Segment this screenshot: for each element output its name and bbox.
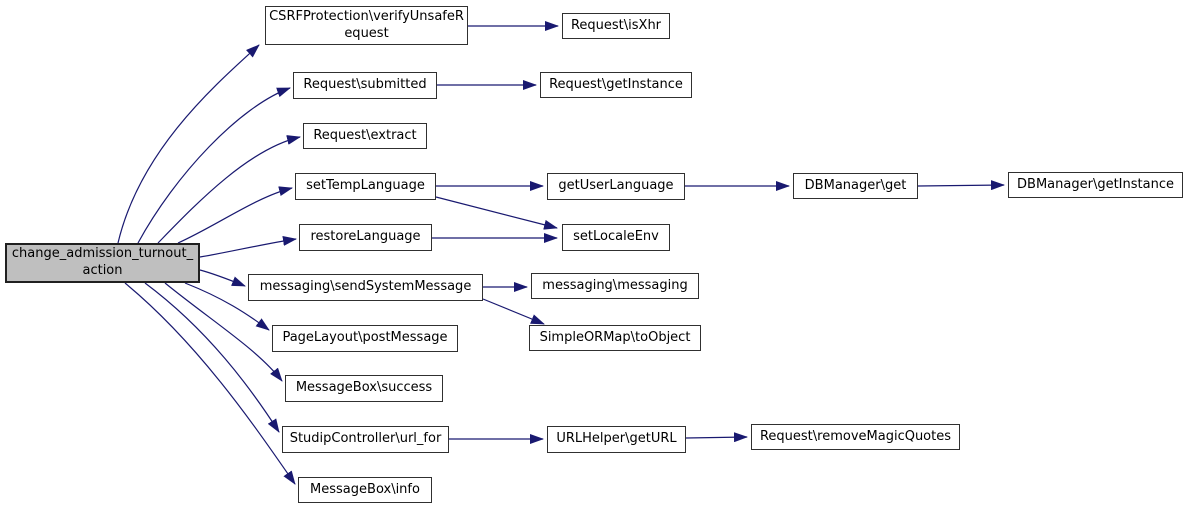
- node-messaging-messaging[interactable]: messaging\messaging: [531, 273, 699, 299]
- node-change-admission-turnout-action: change_admission_turnout_action: [5, 243, 200, 283]
- node-dbmanager-get[interactable]: DBManager\get: [793, 173, 918, 199]
- edge-main-settemplanguage: [177, 186, 293, 244]
- node-messagebox-success[interactable]: MessageBox\success: [285, 375, 443, 402]
- node-request-removemagicquotes[interactable]: Request\removeMagicQuotes: [751, 424, 960, 450]
- node-setlocaleenv[interactable]: setLocaleEnv: [562, 224, 670, 251]
- edge-main-postmessage: [184, 282, 270, 331]
- edge-main-success: [164, 282, 283, 382]
- edge-settemp-setlocaleenv: [435, 196, 558, 230]
- node-dbmanager-getinstance[interactable]: DBManager\getInstance: [1008, 172, 1183, 198]
- edge-sendsys-toobject: [482, 298, 545, 325]
- edge-main-info: [124, 282, 296, 485]
- node-messaging-sendsystemmessage[interactable]: messaging\sendSystemMessage: [248, 274, 483, 301]
- node-pagelayout-postmessage[interactable]: PageLayout\postMessage: [272, 325, 458, 352]
- node-studipcontroller-url-for[interactable]: StudipController\url_for: [282, 426, 449, 453]
- edge-main-submitted: [137, 87, 291, 244]
- node-urlhelper-geturl[interactable]: URLHelper\getURL: [547, 426, 686, 453]
- edge-main-extract: [157, 135, 301, 244]
- node-csrfprotection-verifyunsaferequest[interactable]: CSRFProtection\verifyUnsafeRequest: [265, 6, 468, 45]
- edge-main-sendsystemmessage: [199, 269, 246, 287]
- edge-main-urlfor: [144, 282, 280, 433]
- edge-geturl-removemagicquotes: [685, 432, 748, 443]
- node-restorelanguage[interactable]: restoreLanguage: [299, 224, 432, 251]
- node-request-isxhr[interactable]: Request\isXhr: [562, 13, 670, 39]
- node-messagebox-info[interactable]: MessageBox\info: [298, 477, 432, 503]
- node-simpleormap-toobject[interactable]: SimpleORMap\toObject: [529, 325, 701, 351]
- node-request-getinstance[interactable]: Request\getInstance: [540, 72, 692, 98]
- node-request-extract[interactable]: Request\extract: [303, 123, 427, 149]
- node-getuserlanguage[interactable]: getUserLanguage: [547, 173, 685, 200]
- edge-main-csrf: [117, 44, 260, 244]
- node-request-submitted[interactable]: Request\submitted: [293, 72, 437, 99]
- edge-dbget-dbgetinstance: [917, 180, 1005, 191]
- node-settemplanguage[interactable]: setTempLanguage: [295, 173, 436, 200]
- edge-main-restorelanguage: [199, 236, 297, 258]
